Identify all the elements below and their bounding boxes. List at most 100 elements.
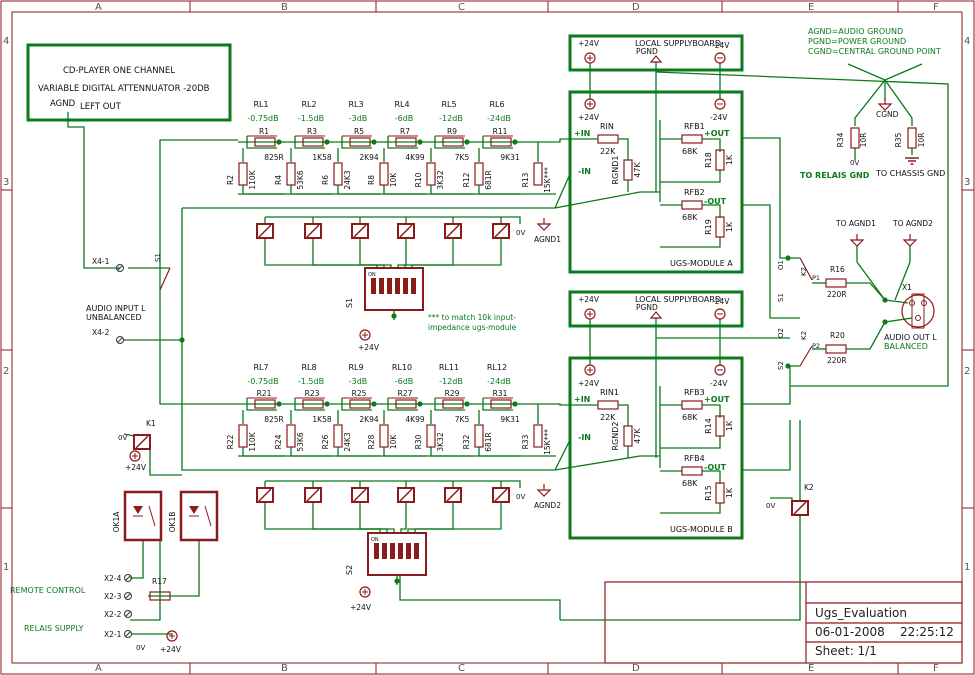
dip-switch-lever-icon	[403, 278, 408, 294]
junction-dot	[785, 255, 791, 261]
xlr-connector-icon	[911, 293, 925, 329]
opto-ok1b	[179, 490, 219, 542]
r20-value: 220R	[827, 356, 847, 365]
series-resistor-label: R29	[445, 389, 460, 398]
wire	[123, 433, 135, 437]
terminal-icon	[125, 593, 131, 599]
relay-drive-wire	[404, 238, 454, 268]
shunt-resistor-value: 3K32	[436, 170, 445, 189]
plus24v-label: +24V	[578, 295, 600, 304]
connector-label: X2-2	[104, 610, 122, 619]
dip-number: 5	[407, 563, 410, 569]
opto-label: OK1A	[112, 511, 121, 533]
series-resistor-value: 4K99	[405, 153, 424, 162]
col-label-top: A	[95, 2, 102, 13]
relay-label: RL12	[487, 363, 507, 372]
relay-supply-bus	[265, 480, 521, 488]
s2-label: S2	[345, 565, 354, 575]
shunt-resistor-label: R12	[462, 172, 471, 187]
contact-label: O2	[777, 328, 785, 338]
shunt-resistor-value: 110K	[248, 169, 257, 189]
pin-label: -IN	[578, 433, 591, 442]
dip-number: 2	[380, 298, 383, 304]
s1-label: S1	[345, 298, 354, 308]
resistor-label: RFB1	[684, 122, 705, 131]
to-relais-gnd-label: TO RELAIS GND	[800, 171, 870, 180]
s1-label: S1	[777, 293, 785, 302]
col-label-top: B	[281, 2, 288, 13]
module-name: UGS-MODULE B	[670, 525, 733, 534]
relay-label: RL1	[253, 100, 268, 109]
relay-contact	[246, 136, 277, 149]
junction-dot	[391, 313, 397, 319]
audio-input-subtitle: UNBALANCED	[86, 313, 142, 322]
dip-switch-lever-icon	[390, 543, 395, 559]
relay-coil-icon	[135, 435, 149, 449]
connector-label: X4-1	[92, 257, 110, 266]
to-chassis-gnd-label: TO CHASSIS GND	[875, 169, 945, 178]
s1-switch-label: S1	[154, 253, 162, 262]
minus24v-label: -24V	[710, 379, 728, 388]
resistor-label: RIN	[600, 122, 614, 131]
plus24v-label: +24V	[578, 39, 600, 48]
resistor	[715, 149, 725, 171]
cd-player-box: CD-PLAYER ONE CHANNEL VARIABLE DIGITAL A…	[26, 43, 232, 122]
terminal-icon	[116, 336, 124, 344]
resistor	[379, 424, 389, 448]
opto-label: OK1B	[168, 512, 177, 533]
resistor-value: 22K	[600, 147, 616, 156]
wire	[894, 246, 911, 301]
dip-number: 5	[404, 298, 407, 304]
attenuation-db: -12dB	[439, 377, 463, 386]
resistor	[474, 424, 484, 448]
module-name: UGS-MODULE A	[670, 259, 733, 268]
series-resistor-label: R25	[352, 389, 367, 398]
cd-out-wire	[67, 112, 120, 269]
pin-label: -IN	[578, 167, 591, 176]
attenuation-db: -6dB	[395, 377, 414, 386]
resistor	[349, 137, 371, 147]
relay-coil-icon	[397, 487, 415, 503]
relay-label: RL5	[441, 100, 456, 109]
audio-out-subtitle: BALANCED	[884, 342, 928, 351]
led-icon	[133, 506, 143, 514]
relay-coil-icon	[353, 224, 367, 238]
relay-coil-icon	[494, 488, 508, 502]
resistor	[349, 399, 371, 409]
col-label-bottom: A	[95, 663, 102, 674]
wire	[856, 246, 886, 301]
series-resistor-value: 825R	[264, 415, 284, 424]
k2-drive-wire	[560, 515, 801, 621]
title-date: 06-01-2008	[815, 625, 885, 639]
series-resistor-value: 7K5	[455, 415, 470, 424]
wire	[181, 340, 555, 471]
r34-value: 10R	[859, 133, 868, 148]
p2-label: P2	[812, 342, 820, 350]
resistor	[490, 399, 512, 409]
pin-label: +IN	[574, 395, 590, 404]
wire	[618, 404, 629, 426]
resistor	[681, 400, 703, 410]
resistor	[254, 137, 276, 147]
shunt-resistor-value: 110K	[248, 431, 257, 451]
out-b-minus	[742, 420, 791, 471]
resistor	[850, 127, 860, 149]
ladder-b-input	[159, 290, 238, 405]
pgnd-return	[655, 71, 949, 387]
col-label-bottom: F	[933, 663, 939, 674]
supply-minus-icon	[714, 52, 726, 64]
relay-coil-icon	[446, 224, 460, 238]
shunt-resistor-label: R13	[521, 172, 530, 187]
resistor-label: R15	[704, 485, 713, 501]
wires	[67, 62, 949, 635]
ground-legend: AGND=AUDIO GROUND PGND=POWER GROUND CGND…	[808, 27, 941, 56]
legend-line: CGND=CENTRAL GROUND POINT	[808, 47, 941, 56]
resistor-value: 1K	[725, 154, 734, 165]
col-label-bottom: B	[281, 663, 288, 674]
resistor-value: 47K	[633, 162, 642, 178]
dip-number: 1	[372, 298, 375, 304]
series-resistor-label: R23	[305, 389, 320, 398]
relay-coil-icon	[351, 487, 369, 503]
minus24v-label: -24V	[710, 113, 728, 122]
shunt-resistor-value: 24K3	[343, 170, 352, 189]
